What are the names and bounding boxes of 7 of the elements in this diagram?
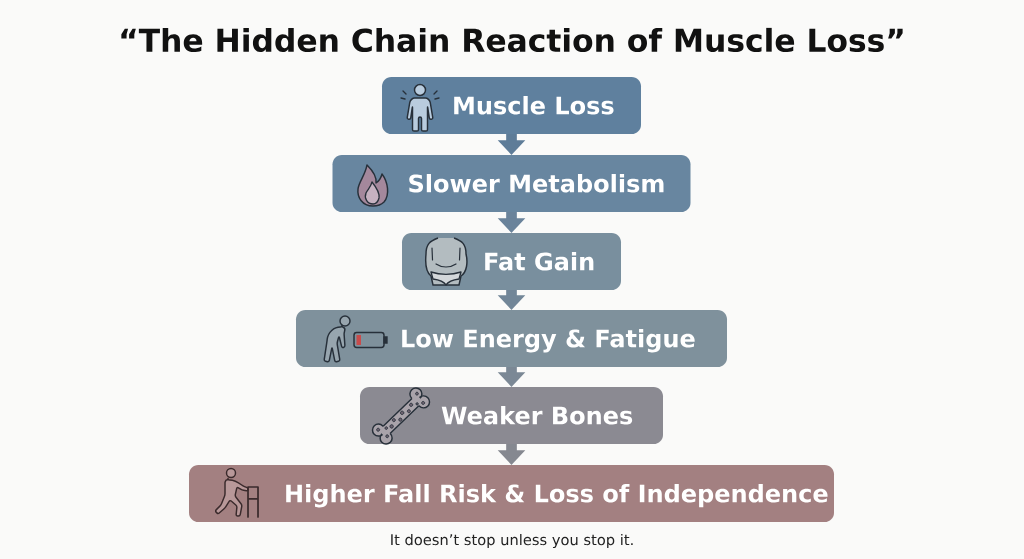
step-box: Low Energy & Fatigue xyxy=(296,310,727,367)
step-box: Slower Metabolism xyxy=(332,155,691,212)
caption: It doesn’t stop unless you stop it. xyxy=(391,533,633,549)
step-box: Higher Fall Risk & Loss of Independence xyxy=(189,465,834,522)
title: “The Hidden Chain Reaction of Muscle Loss” xyxy=(121,27,903,53)
step-box: Muscle Loss xyxy=(382,77,641,134)
step-box: Weaker Bones xyxy=(360,387,663,444)
